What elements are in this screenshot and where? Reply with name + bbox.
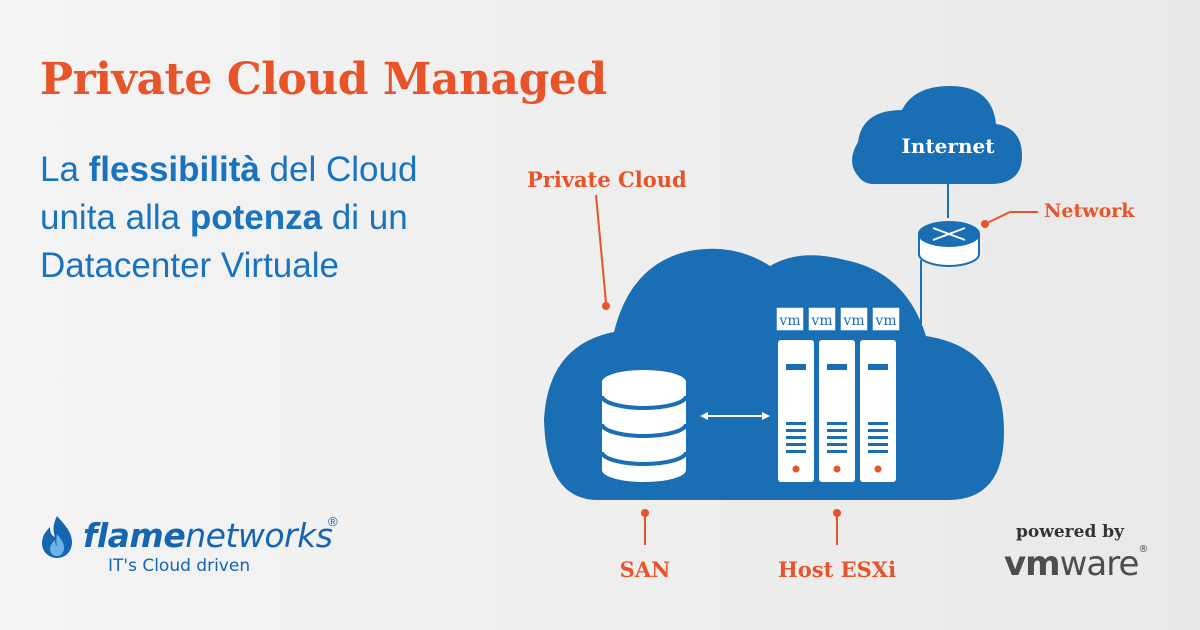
vm-boxes: vm vm vm vm [775, 306, 901, 332]
tagline-text: del Cloud [259, 150, 418, 189]
vm-label: vm [810, 313, 832, 329]
private-cloud-pointer-dot [602, 302, 610, 310]
server-icon [819, 340, 855, 482]
vm-box [871, 306, 901, 332]
vmware-ware: ware [1059, 544, 1140, 584]
network-pointer-line [984, 211, 1038, 225]
brand-wordmark: flamenetworks [83, 516, 333, 555]
vm-label: vm [842, 313, 864, 329]
brand-light: networks [185, 516, 333, 555]
tagline-text: La [40, 150, 89, 189]
internet-label: Internet [902, 134, 996, 158]
registered-mark: ® [328, 514, 338, 529]
tagline-text: unita alla [40, 198, 190, 237]
flame-icon [42, 516, 72, 558]
internet-cloud [852, 86, 1022, 184]
tagline-highlight: flessibilità [88, 150, 260, 189]
powered-by-text: powered by [1016, 522, 1125, 542]
vm-label: vm [778, 313, 800, 329]
vmware-logo: vmware® [1004, 544, 1148, 584]
tagline: La flessibilità del Cloud unita alla pot… [40, 146, 480, 290]
vm-box [775, 306, 805, 332]
server-rack [778, 340, 896, 482]
private-cloud-label: Private Cloud [527, 167, 687, 192]
router-icon [918, 221, 980, 267]
network-label: Network [1044, 200, 1135, 222]
brand-bold: flame [83, 516, 186, 555]
brand-slogan: IT's Cloud driven [108, 556, 251, 576]
san-label: SAN [620, 557, 671, 582]
tagline-line-3: Datacenter Virtuale [40, 246, 339, 285]
connection-arrow-icon [700, 412, 770, 420]
server-icon [778, 340, 814, 482]
page-title: Private Cloud Managed [40, 54, 607, 105]
tagline-text: di un [322, 198, 408, 237]
vm-box [839, 306, 869, 332]
tagline-line-2: unita alla potenza di un [40, 194, 480, 242]
server-icon [860, 340, 896, 482]
vmware-registered: ® [1138, 544, 1148, 555]
tagline-line-1: La flessibilità del Cloud [40, 146, 480, 194]
vmware-vm: vm [1004, 544, 1061, 584]
tagline-highlight: potenza [189, 198, 323, 237]
vm-label: vm [874, 313, 896, 329]
vm-box [807, 306, 837, 332]
database-icon [600, 370, 688, 482]
host-label: Host ESXi [778, 557, 896, 582]
private-cloud-pointer-line [595, 194, 607, 304]
flamenetworks-logo: flamenetworks ® IT's Cloud driven [38, 512, 358, 582]
